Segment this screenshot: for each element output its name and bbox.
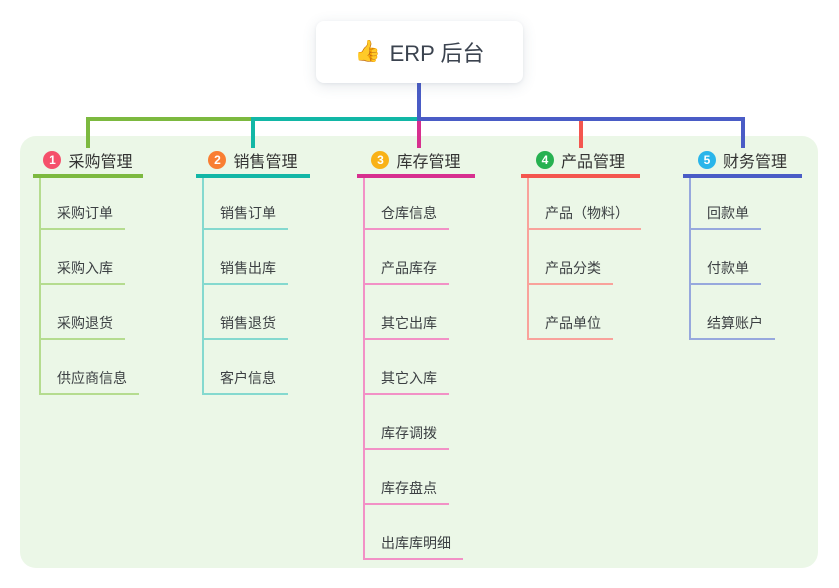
children-trunk-line [689, 178, 691, 340]
child-node[interactable]: 销售退货 [220, 315, 276, 331]
branch-node-2[interactable]: 2 销售管理 [196, 146, 310, 174]
connector-rail-teal [251, 117, 417, 121]
child-node[interactable]: 库存盘点 [381, 480, 437, 496]
child-node[interactable]: 结算账户 [707, 315, 763, 331]
branch-title-label: 销售管理 [233, 154, 298, 171]
branch-title-label: 财务管理 [722, 154, 787, 171]
child-node[interactable]: 库存调拨 [381, 425, 437, 441]
child-underline [689, 283, 761, 285]
child-underline [527, 228, 641, 230]
child-underline [202, 393, 288, 395]
branch-node-4[interactable]: 4 产品管理 [521, 146, 640, 174]
child-node[interactable]: 仓库信息 [381, 205, 437, 221]
children-trunk-line [39, 178, 41, 395]
branch-number-badge: 2 [208, 151, 227, 169]
child-underline [689, 338, 775, 340]
connector-drop-4 [579, 121, 583, 148]
root-node[interactable]: 👍 ERP 后台 [316, 21, 523, 83]
child-underline [39, 393, 139, 395]
child-node[interactable]: 出库库明细 [381, 535, 451, 551]
child-underline [363, 338, 449, 340]
branch-number-badge: 3 [371, 151, 390, 169]
connector-drop-2 [251, 117, 255, 148]
branch-title-label: 采购管理 [68, 154, 133, 171]
children-trunk-line [202, 178, 204, 395]
branch-underline [196, 174, 310, 178]
connector-rail-blue [417, 117, 745, 121]
connector-drop-1 [86, 117, 90, 148]
child-underline [363, 448, 449, 450]
branch-underline [33, 174, 143, 178]
connector-drop-5 [741, 117, 745, 148]
branch-title-label: 库存管理 [396, 154, 461, 171]
child-node[interactable]: 产品库存 [381, 260, 437, 276]
branch-node-5[interactable]: 5 财务管理 [683, 146, 802, 174]
child-node[interactable]: 回款单 [707, 205, 749, 221]
child-underline [363, 503, 449, 505]
child-underline [363, 283, 449, 285]
branch-underline [521, 174, 640, 178]
child-node[interactable]: 采购订单 [57, 205, 113, 221]
child-node[interactable]: 其它出库 [381, 315, 437, 331]
child-node[interactable]: 产品单位 [545, 315, 601, 331]
branch-number-badge: 5 [697, 151, 716, 169]
child-underline [39, 283, 125, 285]
child-node[interactable]: 其它入库 [381, 370, 437, 386]
connector-root-drop [417, 83, 421, 117]
child-node[interactable]: 付款单 [707, 260, 749, 276]
child-node[interactable]: 供应商信息 [57, 370, 127, 386]
child-underline [202, 338, 288, 340]
branches-panel [20, 136, 818, 568]
child-node[interactable]: 销售出库 [220, 260, 276, 276]
child-node[interactable]: 采购入库 [57, 260, 113, 276]
thumbs-up-icon: 👍 [354, 40, 381, 63]
child-underline [527, 283, 613, 285]
child-node[interactable]: 采购退货 [57, 315, 113, 331]
child-underline [202, 228, 288, 230]
child-underline [363, 228, 449, 230]
connector-drop-3 [417, 121, 421, 148]
branch-node-3[interactable]: 3 库存管理 [357, 146, 475, 174]
child-node[interactable]: 产品（物料） [545, 205, 629, 221]
child-underline [689, 228, 761, 230]
child-underline [39, 338, 125, 340]
branch-number-badge: 4 [535, 151, 554, 169]
branch-node-1[interactable]: 1 采购管理 [33, 146, 143, 174]
child-underline [39, 228, 125, 230]
child-underline [363, 393, 449, 395]
connector-rail-green [86, 117, 255, 121]
branch-underline [683, 174, 802, 178]
root-node-label: ERP 后台 [389, 41, 485, 66]
branch-number-badge: 1 [43, 151, 62, 169]
child-underline [202, 283, 288, 285]
child-underline [527, 338, 613, 340]
child-underline [363, 558, 463, 560]
child-node[interactable]: 产品分类 [545, 260, 601, 276]
branch-title-label: 产品管理 [560, 154, 625, 171]
child-node[interactable]: 销售订单 [220, 205, 276, 221]
branch-underline [357, 174, 475, 178]
children-trunk-line [527, 178, 529, 340]
children-trunk-line [363, 178, 365, 560]
child-node[interactable]: 客户信息 [220, 370, 276, 386]
